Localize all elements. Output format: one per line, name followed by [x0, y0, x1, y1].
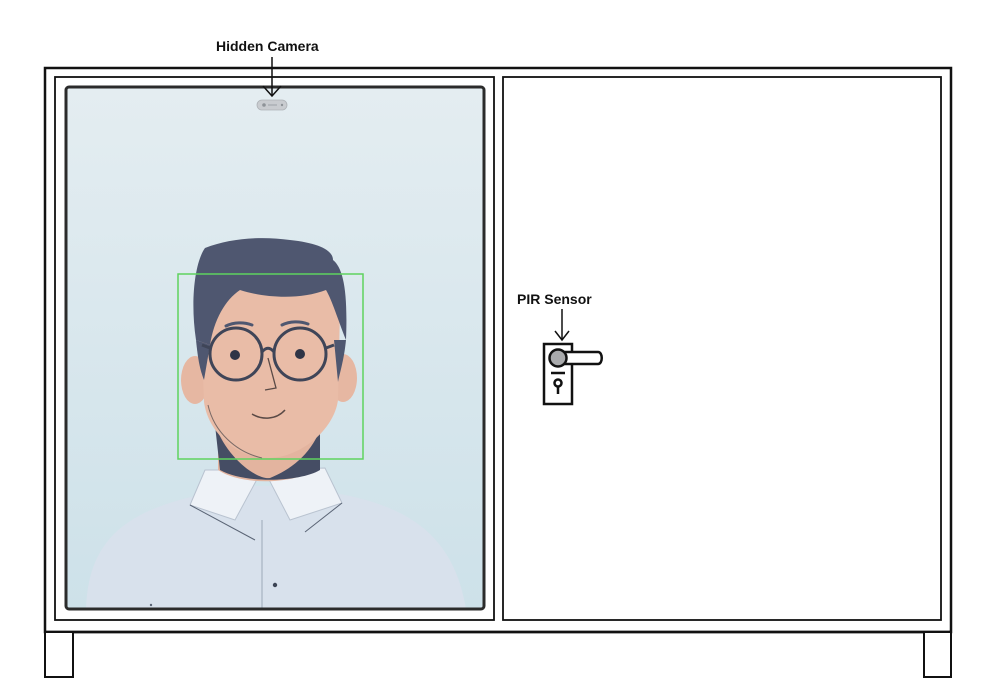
person-illustration: [86, 238, 466, 609]
pir-arrow: [554, 309, 570, 342]
cabinet-leg-right: [923, 631, 952, 678]
right-compartment: [502, 76, 942, 621]
camera-arrow: [262, 57, 282, 98]
display-panel-border: [64, 85, 486, 611]
face-detection-box: [177, 273, 364, 460]
camera-icon: [256, 99, 288, 111]
hidden-camera-label: Hidden Camera: [216, 38, 319, 54]
cabinet-leg-left: [44, 631, 74, 678]
door-handle-icon: [542, 342, 603, 406]
pir-sensor-label: PIR Sensor: [517, 291, 592, 307]
